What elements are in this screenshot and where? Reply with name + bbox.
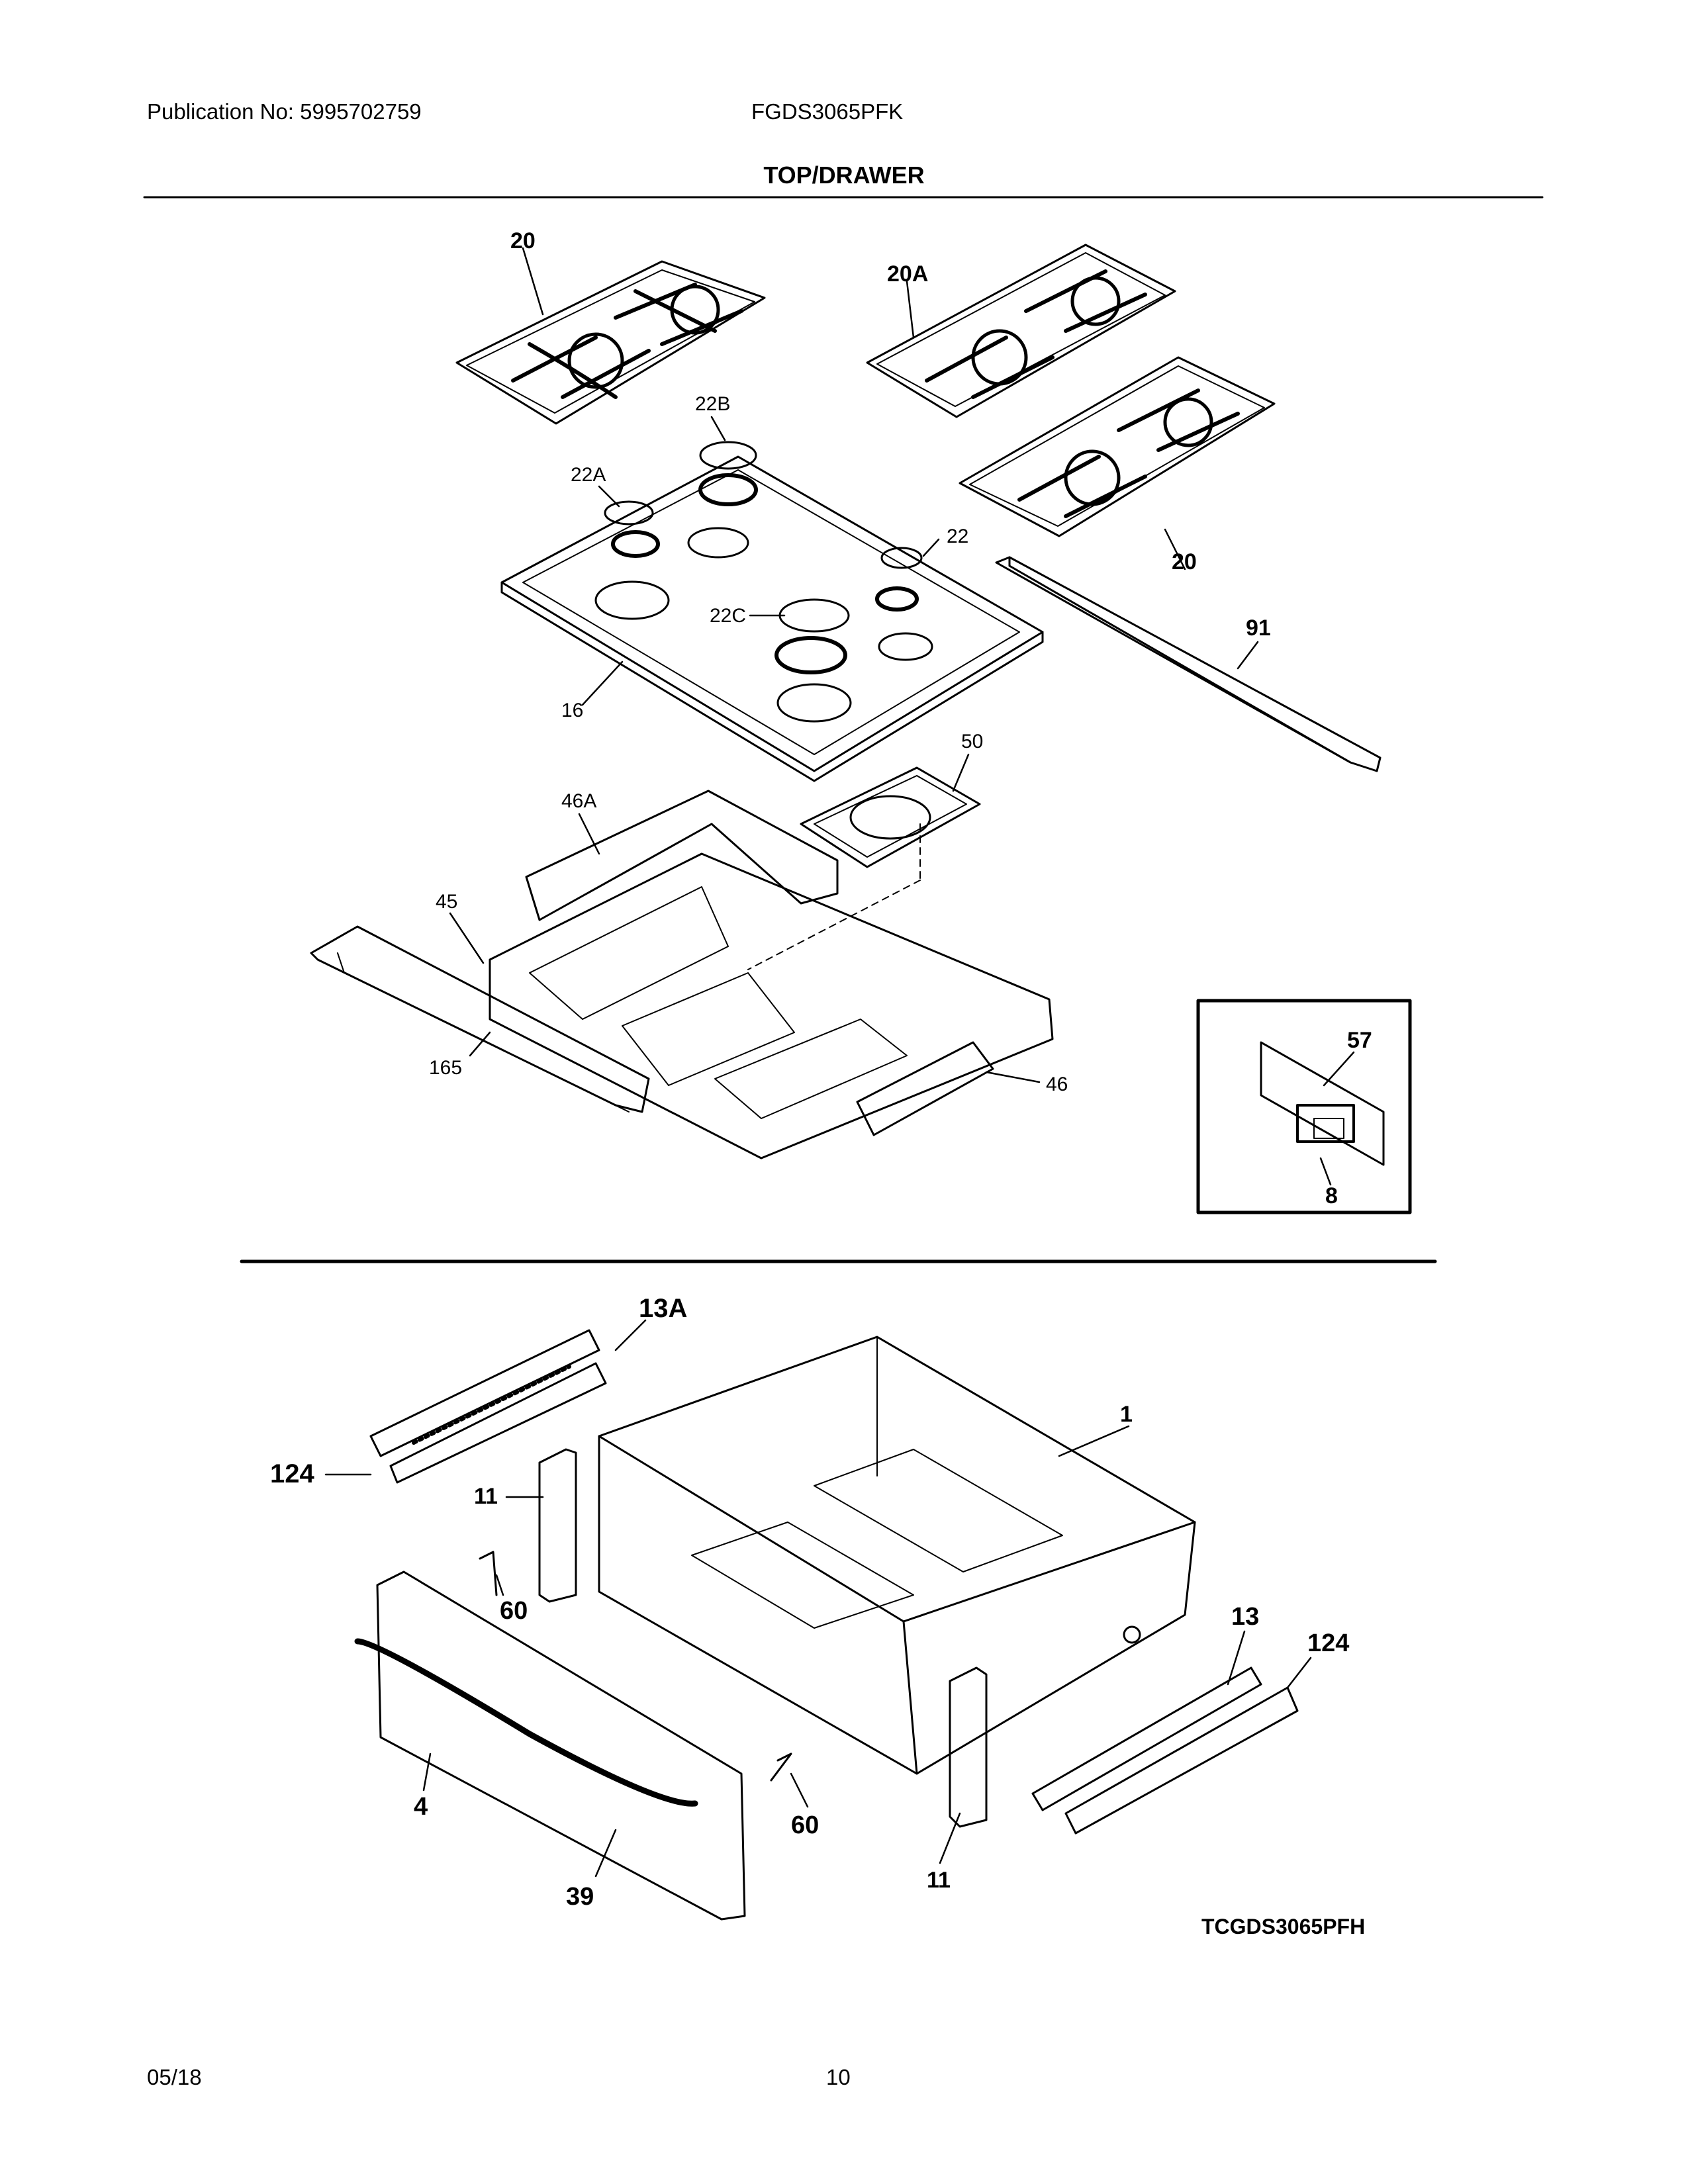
drawer-body (598, 1336, 1196, 1775)
callout-50: 50 (961, 731, 983, 752)
footer-page-number: 10 (826, 2065, 851, 2089)
valve-inset-frame (1196, 999, 1412, 1214)
callout-46a: 46A (561, 790, 596, 812)
callout-20-right: 20 (1172, 549, 1197, 574)
screws-60 (479, 1551, 792, 1782)
callout-46: 46 (1046, 1073, 1068, 1095)
grate-right-top (866, 244, 1176, 418)
diagram-code: TCGDS3065PFH (1201, 1915, 1365, 1938)
manifold-rail-165 (310, 925, 650, 1113)
side-bracket-46a (525, 790, 839, 921)
grate-right-bottom (959, 356, 1276, 537)
model-number: FGDS3065PFK (751, 99, 904, 124)
leader-lines (324, 247, 1355, 1878)
section-title: TOP/DRAWER (763, 161, 925, 189)
drawer-bracket-left (538, 1448, 577, 1603)
callout-22a: 22A (571, 464, 606, 486)
callout-1: 1 (1120, 1402, 1133, 1427)
callout-4: 4 (414, 1793, 428, 1821)
callout-60-right: 60 (791, 1811, 819, 1839)
grate-left (455, 260, 766, 425)
cooktop-panel (500, 455, 1044, 782)
trim-strip (995, 556, 1382, 772)
footer-date: 05/18 (147, 2065, 202, 2089)
callout-13: 13 (1231, 1603, 1259, 1631)
callout-57: 57 (1347, 1028, 1372, 1053)
callout-45: 45 (436, 891, 457, 913)
callout-20-left: 20 (510, 228, 536, 253)
drawer-front-panel (354, 1570, 746, 1921)
callout-165: 165 (429, 1057, 462, 1079)
side-bracket-46 (856, 1041, 994, 1136)
callout-8: 8 (1325, 1183, 1338, 1208)
callout-20a: 20A (887, 261, 928, 287)
callout-22c: 22C (710, 605, 746, 627)
callout-13a: 13A (639, 1294, 687, 1323)
drawer-bracket-right (949, 1666, 988, 1828)
callout-39: 39 (566, 1883, 594, 1911)
callout-91: 91 (1246, 615, 1271, 641)
publication-number: Publication No: 5995702759 (147, 99, 422, 124)
callout-11-left: 11 (474, 1484, 498, 1509)
callout-124-left: 124 (270, 1459, 314, 1488)
drawer-rail-right (1031, 1666, 1299, 1835)
burner-box-50 (800, 766, 981, 868)
drawer-rail-left (369, 1329, 607, 1484)
callout-16: 16 (561, 700, 583, 721)
callout-11-right: 11 (927, 1868, 951, 1893)
callout-22b: 22B (695, 393, 730, 415)
callout-22: 22 (947, 525, 968, 547)
valve-inset-parts (1260, 1041, 1385, 1166)
burner-caps (604, 441, 923, 674)
callout-124-right: 124 (1307, 1629, 1349, 1657)
callout-60-left: 60 (500, 1597, 528, 1625)
bottom-pan (489, 823, 1054, 1160)
